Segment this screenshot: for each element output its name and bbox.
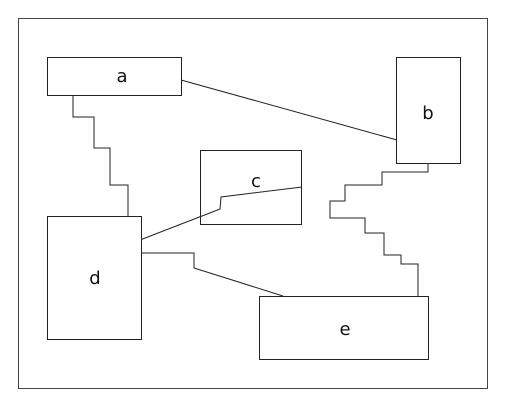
node-d-label: d: [89, 268, 100, 289]
edge-b-e: [329, 163, 429, 296]
edge-a-d: [72, 95, 129, 217]
node-c-box: [200, 150, 302, 225]
edge-d-e: [140, 252, 284, 297]
node-b-box: [396, 57, 461, 164]
node-c-label: c: [251, 171, 261, 192]
node-b-label: b: [422, 103, 433, 124]
node-d-box: [47, 216, 142, 340]
edge-c-d-inner: [200, 186, 303, 218]
node-d[interactable]: d: [47, 216, 142, 340]
node-c[interactable]: c: [200, 150, 302, 225]
node-e-label: e: [339, 319, 350, 340]
node-e-box: [259, 296, 429, 360]
node-b[interactable]: b: [396, 57, 461, 164]
node-e[interactable]: e: [259, 296, 429, 360]
node-a[interactable]: a: [47, 57, 182, 96]
edge-a-b: [180, 79, 398, 141]
node-a-label: a: [116, 66, 127, 87]
node-a-box: [47, 57, 182, 96]
